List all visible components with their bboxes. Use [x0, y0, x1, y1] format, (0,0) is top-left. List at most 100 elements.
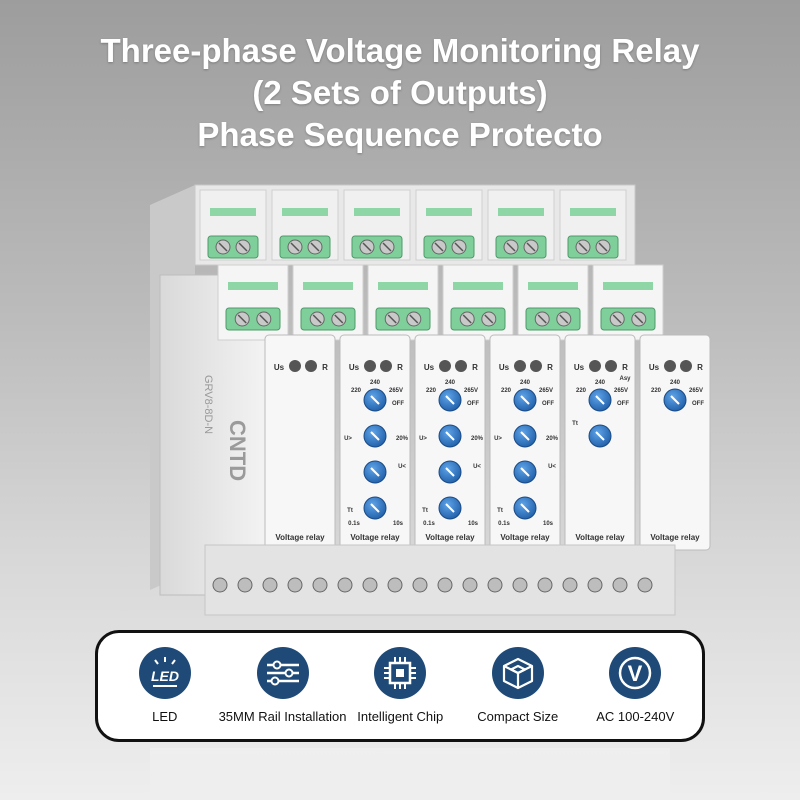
model-label: GRV8-8D-N	[202, 375, 214, 434]
screw-slot	[409, 314, 419, 324]
indicator-us-led	[664, 360, 676, 372]
screw-slot	[506, 242, 516, 252]
indicator-r-label: R	[547, 363, 553, 372]
module-label: Voltage relay	[500, 533, 550, 542]
knob-slot	[370, 503, 380, 513]
screw-slot	[612, 314, 622, 324]
terminal-block	[600, 307, 656, 331]
brand-label: CNTD	[225, 420, 250, 481]
indicator-us-led	[289, 360, 301, 372]
module-label: Voltage relay	[275, 533, 325, 542]
indicator-r-led	[305, 360, 317, 372]
scale-220: 220	[426, 388, 437, 394]
bottom-terminal-screw[interactable]	[412, 577, 428, 593]
bottom-terminal-screw[interactable]	[262, 577, 278, 593]
scale-u-under: U<	[473, 464, 481, 470]
bottom-terminal-screw[interactable]	[637, 577, 653, 593]
indicator-r-label: R	[322, 363, 328, 372]
bottom-terminal-screw[interactable]	[487, 577, 503, 593]
module-label: Voltage relay	[425, 533, 475, 542]
indicator-r-led	[605, 360, 617, 372]
terminal-window	[354, 208, 400, 216]
scale-220: 220	[576, 388, 587, 394]
knob-slot	[445, 503, 455, 513]
led-icon-text: LED	[151, 668, 179, 684]
scale-220: 220	[651, 388, 662, 394]
scale-u-under: U<	[548, 464, 556, 470]
terminal-window	[303, 282, 353, 290]
terminal-window	[378, 282, 428, 290]
indicator-us-led	[589, 360, 601, 372]
knob-slot	[670, 395, 680, 405]
scale-20pct: 20%	[396, 436, 409, 442]
scale-265v: 265V	[539, 388, 553, 394]
indicator-r-label: R	[622, 363, 628, 372]
feature-compact: Compact Size	[459, 647, 577, 724]
bottom-terminal-screw[interactable]	[312, 577, 328, 593]
terminal-block	[375, 307, 431, 331]
front-terminal-row	[217, 264, 664, 341]
floor-reflection	[150, 748, 670, 800]
feature-voltage: V AC 100-240V	[577, 647, 695, 724]
module-label: Voltage relay	[350, 533, 400, 542]
screw-slot	[526, 242, 536, 252]
module-label: Voltage relay	[575, 533, 625, 542]
screw-slot	[559, 314, 569, 324]
terminal-window	[210, 208, 256, 216]
scale-tt: Tt	[422, 508, 428, 514]
bottom-terminal-screw[interactable]	[612, 577, 628, 593]
feature-panel: LED LED 35MM Rail Installation	[95, 630, 705, 742]
indicator-us-led	[514, 360, 526, 372]
terminal-window	[228, 282, 278, 290]
knob-slot	[520, 431, 530, 441]
feature-chip: Intelligent Chip	[342, 647, 460, 724]
knob-slot	[445, 395, 455, 405]
knob-slot	[595, 431, 605, 441]
headline-line-3: Phase Sequence Protecto	[197, 116, 603, 153]
bottom-terminal-screw[interactable]	[512, 577, 528, 593]
bottom-terminal-screw[interactable]	[587, 577, 603, 593]
terminal-window	[570, 208, 616, 216]
screw-slot	[382, 242, 392, 252]
scale-off: OFF	[467, 401, 479, 407]
bottom-terminal-screw[interactable]	[337, 577, 353, 593]
bottom-terminal-screw[interactable]	[537, 577, 553, 593]
terminal-window	[453, 282, 503, 290]
knob-slot	[520, 467, 530, 477]
bottom-terminal-screw[interactable]	[287, 577, 303, 593]
terminal-block	[450, 307, 506, 331]
bottom-terminal-screw[interactable]	[362, 577, 378, 593]
scale-0-1s: 0.1s	[348, 521, 360, 527]
knob-slot	[370, 431, 380, 441]
terminal-block	[225, 307, 281, 331]
indicator-us-led	[364, 360, 376, 372]
terminal-block	[525, 307, 581, 331]
screw-slot	[362, 242, 372, 252]
scale-off: OFF	[617, 401, 629, 407]
bottom-terminal-screw[interactable]	[437, 577, 453, 593]
indicator-us-label: Us	[424, 363, 435, 372]
bottom-terminal-screw[interactable]	[237, 577, 253, 593]
scale-265v: 265V	[389, 388, 403, 394]
scale-240: 240	[520, 380, 531, 386]
knob-slot	[520, 503, 530, 513]
indicator-us-led	[439, 360, 451, 372]
screw-slot	[310, 242, 320, 252]
led-icon: LED	[138, 647, 191, 699]
main-housing: CNTD GRV8-8D-N	[150, 185, 271, 596]
feature-led: LED LED	[106, 647, 224, 724]
bottom-terminal-screw[interactable]	[387, 577, 403, 593]
bottom-terminal-screw[interactable]	[462, 577, 478, 593]
feature-led-label: LED	[152, 709, 178, 724]
scale-u-over: U>	[344, 436, 352, 442]
bottom-terminal-screw[interactable]	[562, 577, 578, 593]
bottom-terminal-screw[interactable]	[212, 577, 228, 593]
scale-0-1s: 0.1s	[423, 521, 435, 527]
terminal-window	[426, 208, 472, 216]
screw-slot	[290, 242, 300, 252]
voltage-icon-glyph: V	[628, 661, 643, 686]
